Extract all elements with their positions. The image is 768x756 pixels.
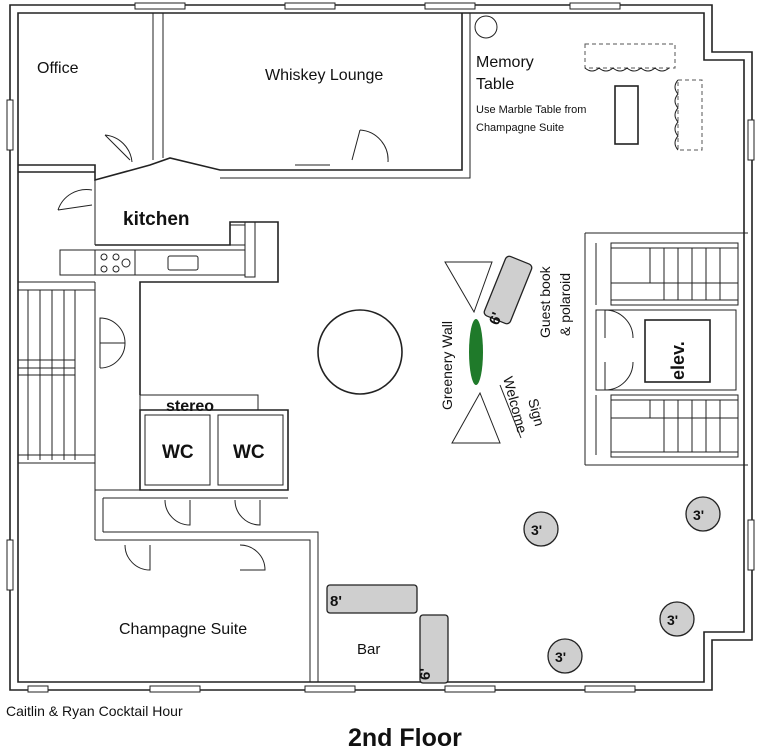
room-label-kitchen: kitchen (123, 209, 190, 230)
memory-note-1: Use Marble Table from (476, 104, 586, 116)
memory-note-2: Champagne Suite (476, 122, 564, 134)
room-label-champagne-suite: Champagne Suite (119, 621, 247, 638)
guest-book-label-2: & polaroid (557, 273, 573, 336)
round-table-4 (547, 638, 583, 674)
guest-table-label: 6' (486, 310, 506, 327)
bar-table-horizontal-label: 8' (330, 593, 342, 610)
room-label-wc-right: WC (233, 442, 265, 463)
elevator-block (584, 232, 748, 466)
kitchen-area (59, 221, 279, 395)
wc-block (95, 394, 319, 682)
memory-table-label-2: Table (476, 76, 514, 93)
round-table-2-label: 3' (693, 507, 704, 523)
room-label-elevator: elev. (668, 341, 688, 380)
round-table-4-label: 3' (555, 649, 566, 665)
memory-table-area (474, 15, 703, 151)
bar-table-vertical (419, 614, 449, 684)
greenery-wall-shape (469, 319, 483, 385)
room-label-office: Office (37, 60, 79, 77)
outer-walls (6, 2, 755, 693)
welcome-sign-label-1: Welcome (500, 375, 531, 435)
guest-table (483, 255, 533, 325)
event-caption: Caitlin & Ryan Cocktail Hour (6, 703, 183, 719)
memory-table-label-1: Memory (476, 54, 534, 71)
guest-book-label-1: Guest book (537, 265, 553, 338)
bar-table-horizontal (326, 584, 418, 614)
corridor-doors (99, 317, 126, 369)
room-label-stereo: stereo (166, 398, 214, 415)
round-table-3 (659, 601, 695, 637)
room-label-bar: Bar (357, 641, 380, 658)
round-table-1-label: 3' (531, 522, 542, 538)
room-label-whiskey-lounge: Whiskey Lounge (265, 67, 383, 84)
round-table-3-label: 3' (667, 612, 678, 628)
floor-title: 2nd Floor (348, 724, 462, 752)
bar-table-vertical-label: 6' (417, 668, 434, 680)
center-round-table (317, 309, 403, 395)
greenery-wall (444, 261, 522, 444)
greenery-wall-label: Greenery Wall (439, 321, 455, 410)
left-stairs (18, 281, 96, 540)
round-table-2 (685, 496, 721, 532)
welcome-sign-label-2: Sign (525, 397, 548, 428)
room-label-wc-left: WC (162, 442, 194, 463)
round-table-1 (523, 511, 559, 547)
upper-rooms-walls (18, 13, 471, 245)
